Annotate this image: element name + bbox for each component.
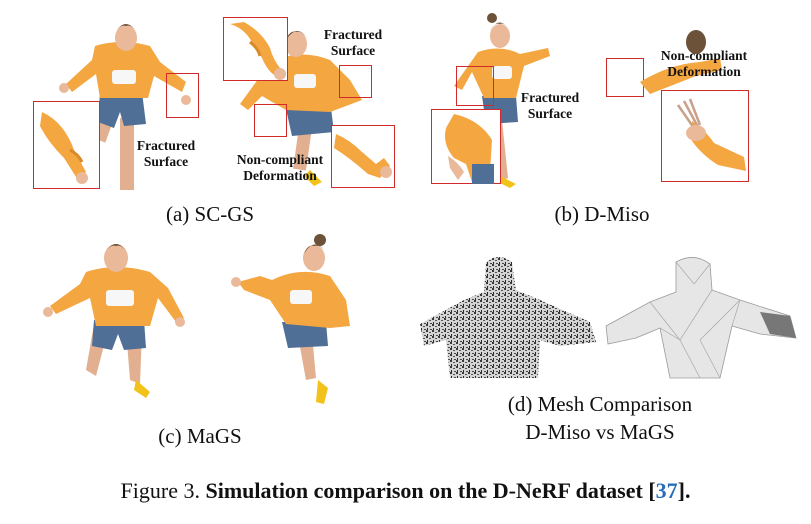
scgs-noncompliant-label: Non-compliant Deformation [236, 152, 324, 183]
scgs-right-zoom-box [331, 125, 395, 188]
dmiso-noncompliant-label: Non-compliant Deformation [660, 48, 748, 79]
scgs-left-hand-box [166, 73, 199, 118]
cite-close: ]. [677, 478, 691, 503]
scgs-top-zoom-box [223, 17, 288, 81]
dmiso-right-zoom-box [661, 90, 749, 182]
scgs-mid-box [254, 104, 287, 137]
scgs-fractured-label-2: Fractured Surface [323, 27, 383, 58]
caption-d-line2: D-Miso vs MaGS [525, 420, 675, 444]
caption-c: (c) MaGS [158, 424, 242, 448]
figure-caption: Figure 3. Simulation comparison on the D… [0, 478, 811, 504]
scgs-left-zoom-box [33, 101, 100, 189]
caption-a: (a) SC-GS [165, 202, 255, 226]
figure-title: Simulation comparison on the D-NeRF data… [205, 478, 643, 503]
scgs-fractured-label-1: Fractured Surface [136, 138, 196, 169]
citation-link[interactable]: 37 [655, 478, 678, 503]
dmiso-right-small-box [606, 58, 644, 97]
cite-open: [ [648, 478, 656, 503]
caption-d-line1: (d) Mesh Comparison [507, 392, 693, 416]
dmiso-left-zoom-box [431, 109, 501, 184]
caption-b: (b) D-Miso [554, 202, 650, 226]
dmiso-fractured-label: Fractured Surface [520, 90, 580, 121]
figure-label: Figure 3. [120, 478, 200, 503]
dmiso-hand-box [456, 66, 494, 106]
scgs-right-hand-box [339, 65, 372, 98]
